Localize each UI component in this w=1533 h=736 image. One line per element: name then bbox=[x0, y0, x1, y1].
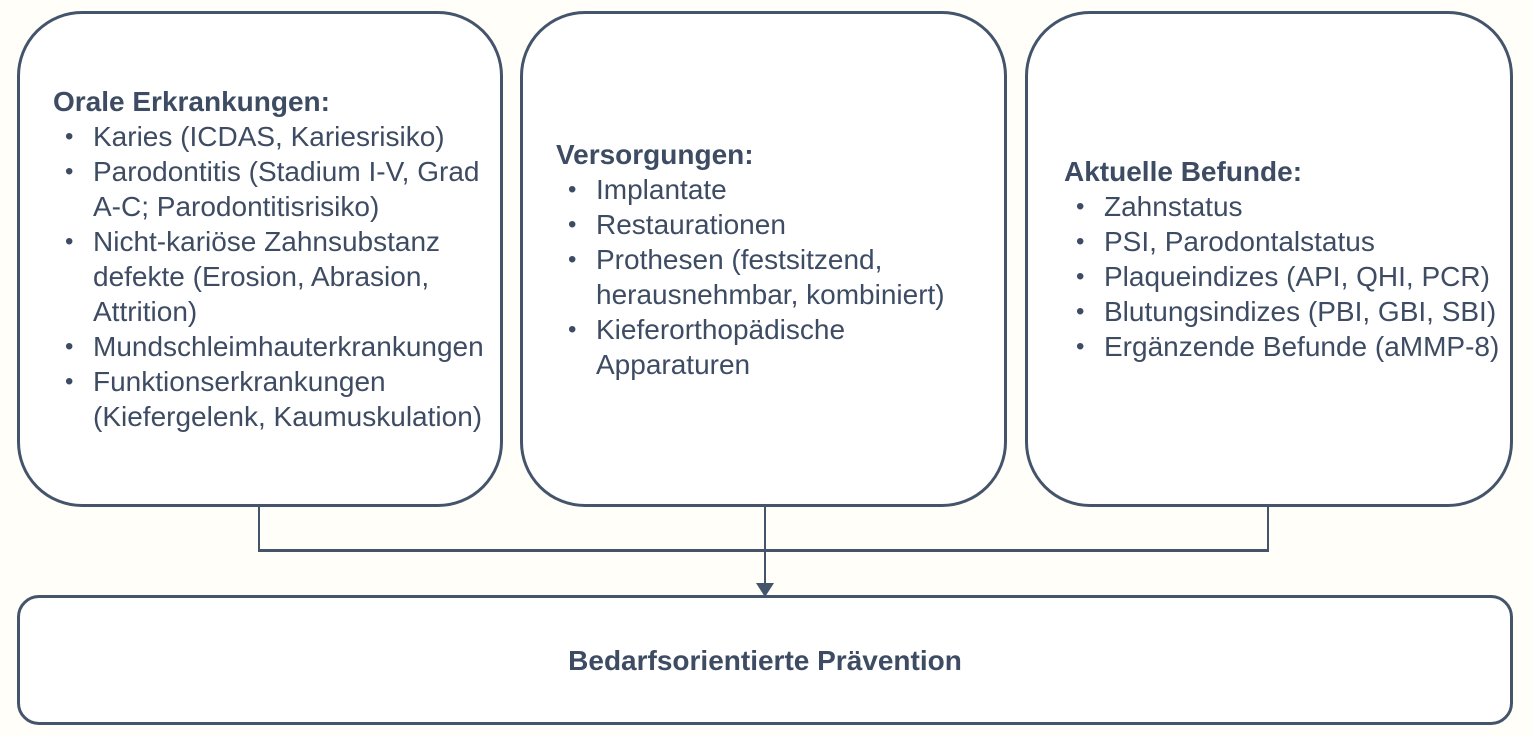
bullet-icon: • bbox=[1076, 298, 1085, 325]
list-item-text: Restaurationen bbox=[596, 208, 786, 240]
list-item-text: Karies (ICDAS, Kariesrisiko) bbox=[93, 121, 445, 152]
bullet-icon: • bbox=[65, 333, 74, 360]
bullet-icon: • bbox=[568, 175, 577, 203]
connector-horizontal-line bbox=[258, 549, 1269, 552]
list-item: • Restaurationen bbox=[556, 207, 994, 242]
list-item-text: Blutungsindizes (PBI, GBI, SBI) bbox=[1104, 296, 1497, 327]
list-item-text: Mundschleimhauterkrankungen bbox=[93, 331, 484, 362]
box-title: Versorgungen: bbox=[556, 138, 754, 170]
list-item-text: Funktionserkrankungen (Kiefergelenk, Kau… bbox=[93, 366, 483, 432]
box-orale-erkrankungen: Orale Erkrankungen: • Karies (ICDAS, Kar… bbox=[17, 11, 503, 507]
bullet-icon: • bbox=[568, 315, 577, 343]
list-item-text: Nicht-kariöse Zahnsubstanz defekte (Eros… bbox=[93, 226, 441, 327]
bullet-icon: • bbox=[1076, 263, 1085, 290]
result-box-label: Bedarfsorientierte Prävention bbox=[568, 644, 962, 676]
bullet-list: • Karies (ICDAS, Kariesrisiko) • Parodon… bbox=[53, 119, 490, 434]
bullet-icon: • bbox=[1076, 193, 1085, 220]
list-item: • Ergänzende Befunde (aMMP-8) bbox=[1064, 329, 1500, 364]
list-item: • Kieferorthopädische Apparaturen bbox=[556, 312, 994, 382]
bullet-icon: • bbox=[568, 245, 577, 273]
arrow-down-icon bbox=[756, 583, 774, 597]
list-item-text: Ergänzende Befunde (aMMP-8) bbox=[1104, 331, 1500, 362]
bullet-icon: • bbox=[65, 228, 74, 255]
bullet-icon: • bbox=[65, 123, 74, 150]
list-item: • Plaqueindizes (API, QHI, PCR) bbox=[1064, 259, 1500, 294]
list-item-text: Parodontitis (Stadium I-V, Grad A-C; Par… bbox=[93, 156, 480, 222]
connector-right-stub bbox=[1267, 505, 1269, 551]
list-item-text: Plaqueindizes (API, QHI, PCR) bbox=[1104, 261, 1490, 292]
list-item-text: Prothesen (festsitzend, herausnehmbar, k… bbox=[596, 243, 945, 310]
box-title: Orale Erkrankungen: bbox=[53, 86, 330, 117]
list-item: • Parodontitis (Stadium I-V, Grad A-C; P… bbox=[53, 154, 490, 224]
bullet-icon: • bbox=[65, 158, 74, 185]
list-item-text: PSI, Parodontalstatus bbox=[1104, 226, 1375, 257]
list-item-text: Zahnstatus bbox=[1104, 191, 1243, 222]
box-aktuelle-befunde: Aktuelle Befunde: • Zahnstatus • PSI, Pa… bbox=[1025, 11, 1513, 507]
bullet-icon: • bbox=[568, 210, 577, 238]
list-item: • Zahnstatus bbox=[1064, 189, 1500, 224]
list-item: • Karies (ICDAS, Kariesrisiko) bbox=[53, 119, 490, 154]
box-title: Aktuelle Befunde: bbox=[1064, 156, 1303, 187]
box-versorgungen: Versorgungen: • Implantate • Restauratio… bbox=[520, 11, 1007, 507]
bullet-list: • Zahnstatus • PSI, Parodontalstatus • P… bbox=[1064, 189, 1500, 364]
list-item: • Mundschleimhauterkrankungen bbox=[53, 329, 490, 364]
list-item: • Funktionserkrankungen (Kiefergelenk, K… bbox=[53, 364, 490, 434]
connector-left-stub bbox=[258, 505, 260, 551]
list-item: • Blutungsindizes (PBI, GBI, SBI) bbox=[1064, 294, 1500, 329]
list-item: • Nicht-kariöse Zahnsubstanz defekte (Er… bbox=[53, 224, 490, 329]
list-item: • PSI, Parodontalstatus bbox=[1064, 224, 1500, 259]
list-item: • Implantate bbox=[556, 172, 994, 207]
bullet-icon: • bbox=[65, 368, 74, 395]
list-item-text: Implantate bbox=[596, 173, 727, 205]
bullet-icon: • bbox=[1076, 333, 1085, 360]
bullet-icon: • bbox=[1076, 228, 1085, 255]
list-item-text: Kieferorthopädische Apparaturen bbox=[596, 313, 846, 380]
bullet-list: • Implantate • Restaurationen • Prothese… bbox=[556, 172, 994, 382]
box-bedarfsorientierte-praevention: Bedarfsorientierte Prävention bbox=[17, 595, 1513, 725]
list-item: • Prothesen (festsitzend, herausnehmbar,… bbox=[556, 242, 994, 312]
connector-center-line bbox=[764, 505, 766, 585]
